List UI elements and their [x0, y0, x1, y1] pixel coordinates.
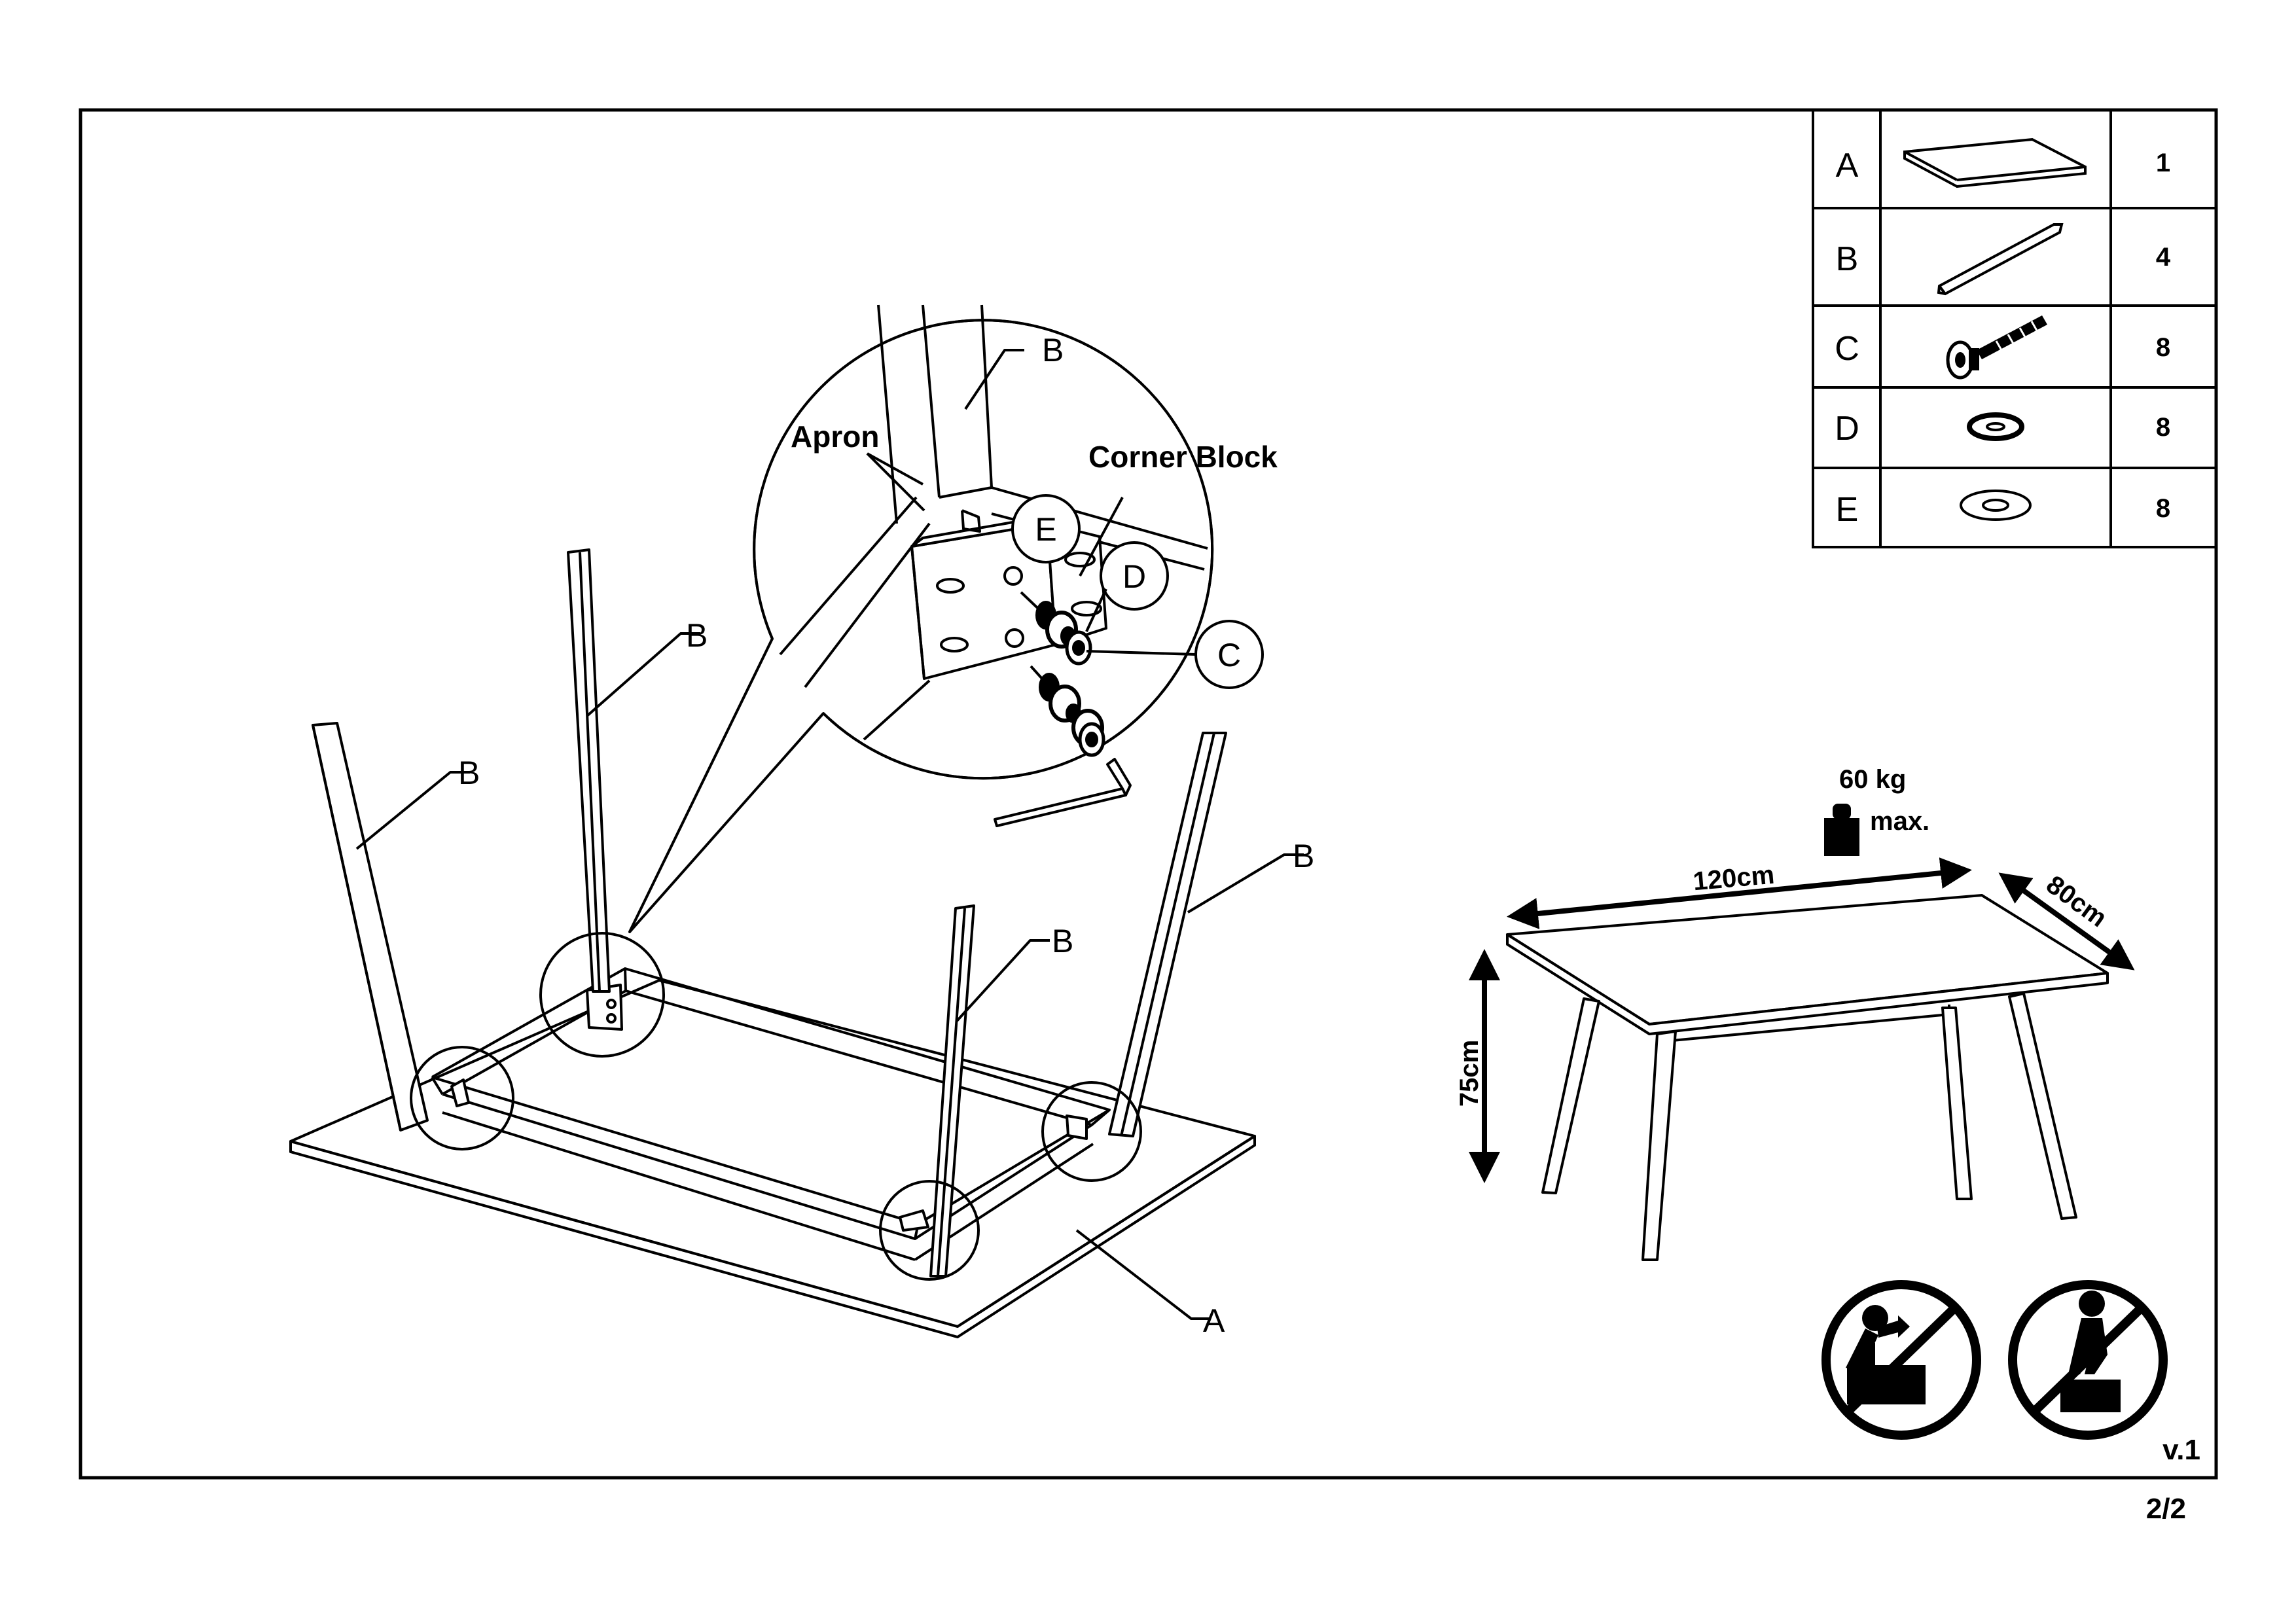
part-letter-b: B: [1836, 240, 1859, 278]
label-leg-b-4: B: [1293, 838, 1314, 874]
parts-table: [1812, 109, 2217, 548]
part-letter-e: E: [1836, 491, 1859, 529]
apron-label: Apron: [791, 419, 879, 454]
load-value: 60 kg: [1839, 765, 1906, 794]
leg-icon: [1937, 223, 2064, 296]
corner-block-label: Corner Block: [1088, 440, 1278, 474]
callout-circle-d: [1100, 541, 1169, 611]
version-label: v.1: [2162, 1434, 2200, 1466]
width-arrow: [1998, 872, 2135, 971]
part-qty-b: 4: [2156, 243, 2171, 272]
spring-washer-icon: [1967, 412, 2024, 441]
fastener-stack-lower: [1030, 665, 1105, 757]
allen-key-icon: [994, 758, 1132, 827]
label-leg-b-1: B: [458, 755, 480, 791]
width-label: 80cm: [2041, 870, 2112, 933]
detail-label-leg-b: B: [1042, 332, 1064, 368]
leg-b-1: [312, 722, 429, 1132]
no-standing-icon: [2008, 1280, 2168, 1440]
height-label: 75cm: [1455, 1040, 1484, 1107]
part-qty-d: 8: [2156, 413, 2170, 442]
no-climbing-icon: [1821, 1280, 1981, 1440]
length-arrow: [1507, 857, 1972, 929]
page-number: 2/2: [2146, 1493, 2186, 1525]
callout-label-e: E: [1035, 511, 1056, 548]
corner-highlight-circles: [410, 932, 1142, 1281]
label-tabletop-a: A: [1203, 1302, 1225, 1339]
weight-icon: [1824, 804, 1859, 856]
page-border: [79, 108, 2218, 1480]
part-letter-d: D: [1835, 410, 1859, 448]
detail-view: [628, 304, 1264, 933]
flat-washer-icon: [1960, 490, 2032, 521]
apron-frame: [431, 967, 1111, 1261]
part-qty-a: 1: [2156, 149, 2170, 177]
part-letter-c: C: [1835, 330, 1859, 368]
dimension-arrows: [1469, 857, 2135, 1183]
fastener-stack-upper: [1020, 591, 1092, 666]
part-qty-c: 8: [2156, 333, 2170, 362]
part-letter-a: A: [1836, 147, 1859, 185]
main-assembly-view: [289, 548, 1304, 1338]
part-qty-e: 8: [2156, 494, 2170, 523]
label-leg-b-2: B: [686, 617, 708, 654]
callout-circle-e: [1011, 494, 1081, 563]
label-leg-b-3: B: [1052, 923, 1073, 959]
dimensions-view: [1506, 894, 2109, 1261]
callout-label-d: D: [1122, 558, 1146, 595]
corner-block-holes: [936, 552, 1102, 652]
main-leader-lines: [355, 632, 1304, 1320]
tabletop-icon: [1903, 137, 2087, 188]
load-suffix: max.: [1870, 807, 1929, 836]
length-label: 120cm: [1692, 861, 1776, 897]
bolt-icon: [1946, 315, 2047, 380]
callout-label-c: C: [1217, 637, 1241, 673]
